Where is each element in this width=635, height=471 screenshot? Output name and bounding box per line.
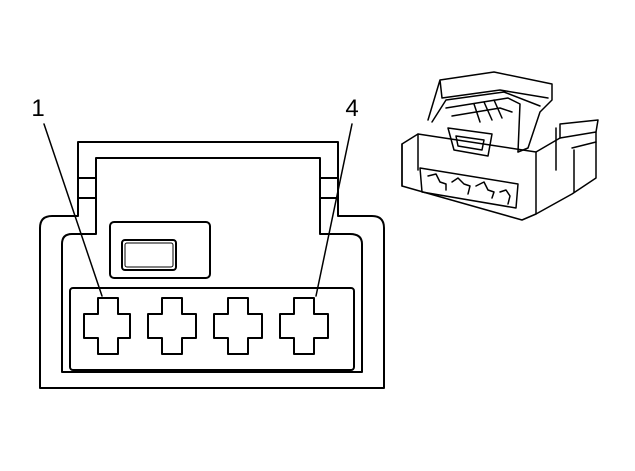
iso-body-front-edge (401, 133, 419, 187)
latch-window (121, 239, 177, 271)
iso-latch-ribs (473, 99, 503, 123)
iso-side-details (555, 119, 599, 193)
iso-terminal-opening (419, 167, 519, 209)
iso-latch-frame (427, 71, 553, 153)
housing-ledge-left (77, 177, 97, 199)
terminal-4 (279, 297, 329, 355)
pin-label-4: 4 (345, 95, 358, 122)
housing-ledge-right (319, 177, 339, 199)
leader-line-pin-1 (43, 123, 103, 297)
iso-body-front (401, 133, 537, 221)
terminal-cavity-plate (69, 287, 355, 371)
connector-face-view: 1 4 (31, 95, 385, 389)
iso-latch-window (447, 127, 493, 157)
terminal-3 (213, 297, 263, 355)
iso-terminal-slots (427, 173, 511, 205)
housing-inner-outline (61, 157, 363, 373)
iso-latch-arm (445, 97, 521, 153)
pin-label-1: 1 (31, 95, 44, 122)
terminal-1 (83, 297, 131, 355)
latch-outer (109, 221, 211, 279)
housing-outline (39, 141, 385, 389)
terminal-2 (147, 297, 197, 355)
connector-isometric-view (401, 71, 599, 221)
leader-line-pin-4 (315, 123, 353, 297)
latch-window-inner (124, 242, 174, 268)
